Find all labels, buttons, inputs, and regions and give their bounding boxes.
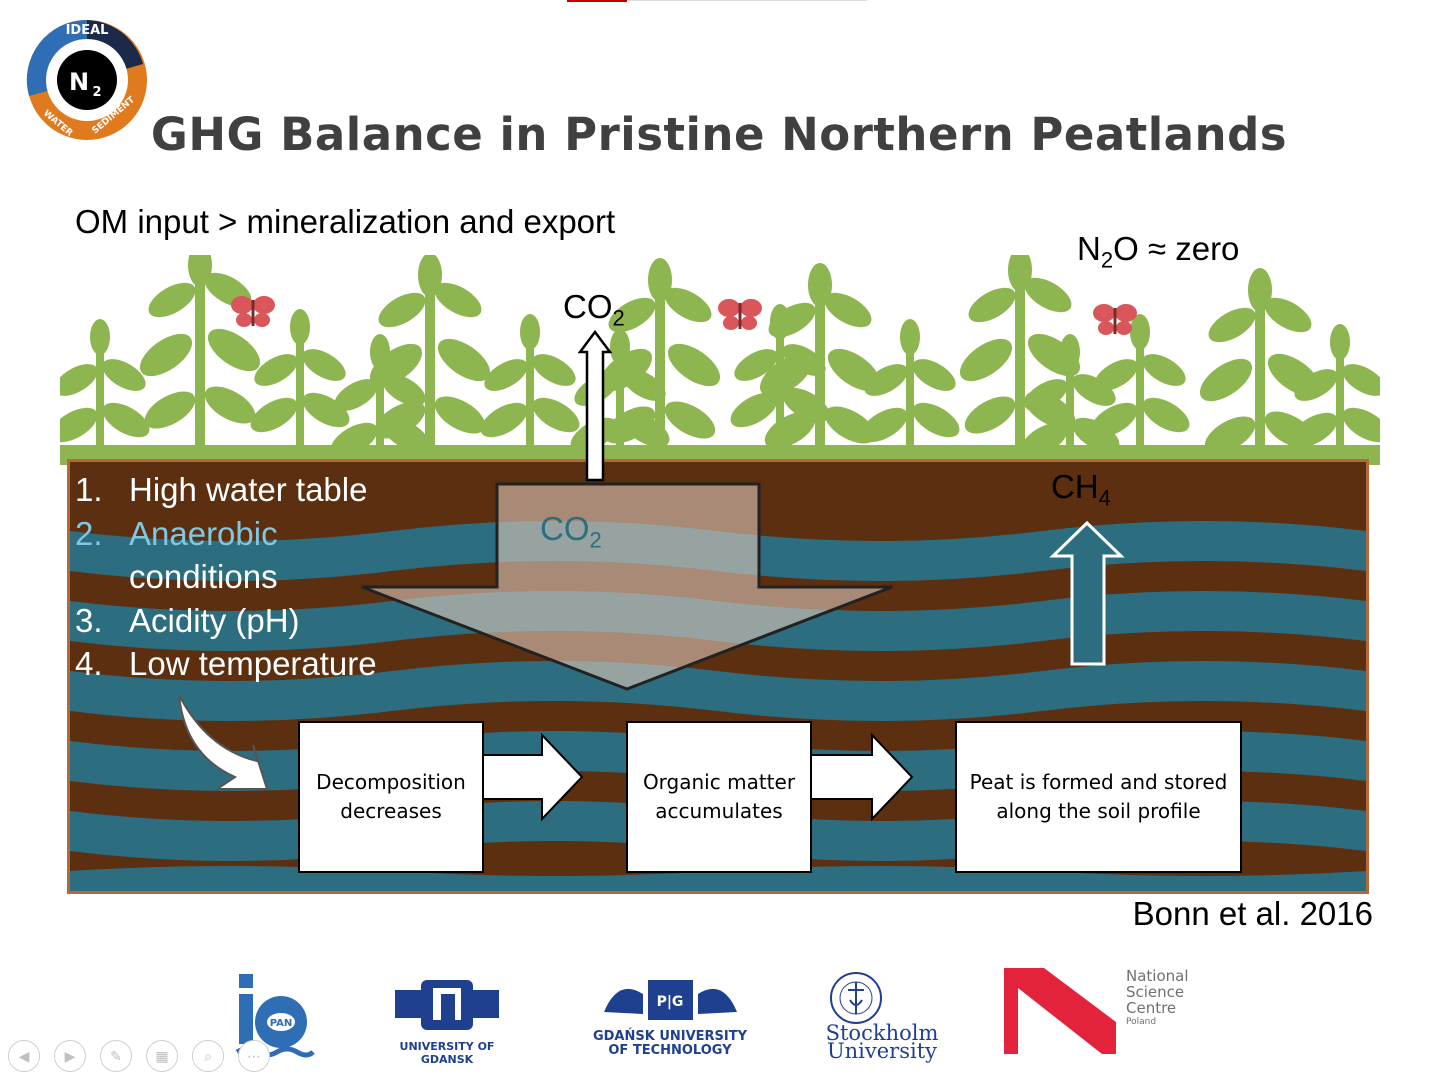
co2-uptake-sub: 2 (589, 527, 602, 553)
factor-text: High water table (129, 471, 368, 508)
factor-number: 2. (75, 514, 103, 552)
ncn-logo-line: Science (1126, 983, 1185, 1001)
slide-progress-indicator (567, 0, 627, 2)
pg-logo: P|G (604, 980, 737, 1020)
process-box-accumulation: Organic matter accumulates (626, 721, 812, 873)
ncn-logo-line: National (1126, 967, 1189, 985)
co2-emission-sub: 2 (612, 305, 625, 331)
ncn-logo-line: Centre (1126, 999, 1177, 1017)
su-logo-line: University (826, 1039, 938, 1063)
subtitle-text: OM input > mineralization and export (75, 203, 616, 240)
process-box-peat: Peat is formed and stored along the soil … (955, 721, 1242, 873)
factor-text: Anaerobic (129, 514, 278, 552)
pen-icon[interactable]: ✎ (100, 1040, 132, 1072)
ideal-logo-center-sub: 2 (92, 85, 101, 100)
co2-uptake-label: CO2 (540, 510, 602, 554)
box-line: Decomposition (316, 770, 466, 794)
n2o-label: N2O ≈ zero (1077, 230, 1239, 274)
factor-item: 3. Acidity (pH) (75, 599, 377, 643)
co2-emission-label: CO2 (563, 288, 625, 332)
butterfly-icon (1093, 304, 1137, 335)
n2o-rest: O ≈ zero (1113, 230, 1240, 267)
box-line: decreases (340, 799, 442, 823)
factor-number: 3. (75, 601, 103, 639)
pg-logo-line: GDAŃSK UNIVERSITY (592, 1029, 748, 1044)
su-seal-logo (830, 972, 882, 1024)
ncn-logo-text: National Science Centre Poland (1126, 968, 1189, 1028)
ch4-formula: CH (1051, 468, 1099, 505)
box-line: accumulates (655, 799, 783, 823)
factors-list: 1. High water table 2. Anaerobic condition… (75, 468, 377, 686)
pg-logo-text: GDAŃSK UNIVERSITY OF TECHNOLOGY (575, 1030, 765, 1058)
slides-icon[interactable]: ▦ (146, 1040, 178, 1072)
ideal-logo: IDEAL WATER SEDIMENT N 2 (26, 19, 147, 140)
factor-number: 4. (75, 645, 103, 682)
co2-emission-arrow (578, 330, 612, 482)
more-icon[interactable]: ⋯ (238, 1040, 270, 1072)
factor-item: 2. Anaerobic (75, 512, 377, 556)
factor-item-continued: conditions (75, 555, 377, 599)
co2-uptake-formula: CO (540, 510, 590, 547)
ch4-sub: 4 (1098, 485, 1111, 511)
citation-text: Bonn et al. 2016 (1132, 895, 1373, 932)
box-line: Peat is formed and stored (969, 770, 1228, 794)
iopan-logo-text: PAN (270, 1018, 293, 1029)
back-icon[interactable]: ◀ (8, 1040, 40, 1072)
process-box-decomposition: Decomposition decreases (298, 721, 484, 873)
slide-title: GHG Balance in Pristine Northern Peatlan… (150, 108, 1288, 161)
ncn-logo-line: Poland (1126, 1017, 1157, 1027)
pg-badge-text: P|G (657, 994, 684, 1010)
ideal-logo-top-text: IDEAL (66, 23, 109, 38)
factor-item: 1. High water table (75, 468, 377, 512)
pg-logo-line: OF TECHNOLOGY (608, 1043, 732, 1058)
factor-text: Acidity (pH) (129, 601, 300, 639)
ideal-logo-center-text: N (69, 68, 89, 96)
butterfly-icon (718, 299, 762, 330)
slide-progress-track (627, 0, 867, 1)
ug-logo (395, 980, 499, 1030)
ch4-emission-arrow (1049, 520, 1125, 666)
zoom-icon[interactable]: ⌕ (192, 1040, 224, 1072)
factor-item: 4. Low temperature (75, 642, 377, 686)
factor-text: Low temperature (129, 645, 377, 682)
co2-uptake-arrow (361, 482, 893, 691)
ug-logo-text: UNIVERSITY OF GDANSK (399, 1040, 495, 1066)
flow-arrow-1 (481, 732, 584, 822)
factor-text: conditions (129, 558, 278, 595)
box-line: Organic matter (642, 770, 796, 794)
plants-illustration (60, 255, 1380, 465)
ch4-label: CH4 (1051, 468, 1111, 512)
factors-arrow (178, 694, 269, 790)
forward-icon[interactable]: ▶ (54, 1040, 86, 1072)
su-logo-text: Stockholm University (812, 1021, 952, 1063)
co2-emission-formula: CO (563, 288, 613, 325)
plant-group (60, 255, 1380, 465)
box-line: along the soil profile (996, 799, 1201, 823)
su-logo-line: Stockholm (825, 1021, 939, 1045)
factor-number: 1. (75, 471, 103, 508)
ncn-logo (1004, 968, 1116, 1054)
flow-arrow-2 (809, 732, 914, 822)
n2o-formula: N (1077, 230, 1101, 267)
n2o-subscript: 2 (1100, 247, 1114, 273)
butterfly-icon (231, 296, 275, 327)
